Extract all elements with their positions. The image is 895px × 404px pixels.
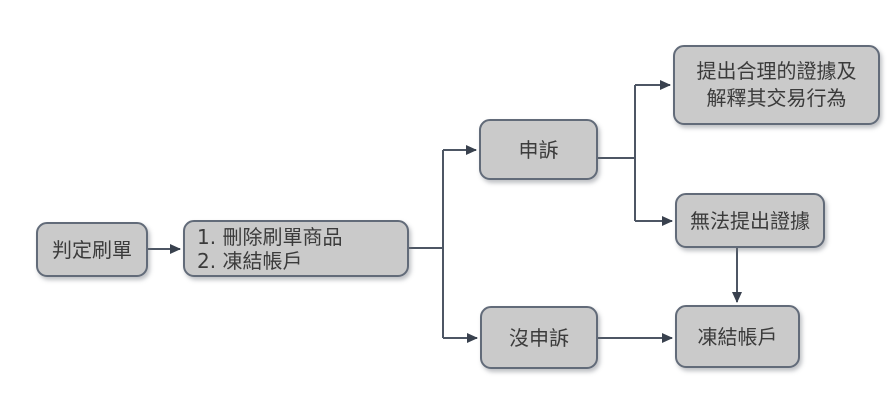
node-enforcement-actions: 1. 刪除刷單商品 2. 凍結帳戶 <box>183 220 409 277</box>
node-enforcement-actions-line1: 1. 刪除刷單商品 <box>197 224 343 249</box>
node-provide-evidence: 提出合理的證據及 解釋其交易行為 <box>673 45 880 125</box>
node-enforcement-actions-line2: 2. 凍結帳戶 <box>197 248 303 273</box>
node-freeze-account: 凍結帳戶 <box>675 305 800 368</box>
node-freeze-account-label: 凍結帳戶 <box>697 324 778 349</box>
node-appeal: 申訴 <box>479 119 598 180</box>
node-judge-fraud: 判定刷單 <box>36 222 148 277</box>
node-provide-evidence-line1: 提出合理的證據及 <box>696 59 857 83</box>
node-no-appeal: 沒申訴 <box>480 306 598 369</box>
node-appeal-label: 申訴 <box>518 137 559 162</box>
node-provide-evidence-line2: 解釋其交易行為 <box>706 86 847 110</box>
node-no-evidence: 無法提出證據 <box>675 193 825 248</box>
node-no-appeal-label: 沒申訴 <box>509 325 569 350</box>
node-no-evidence-label: 無法提出證據 <box>690 208 810 233</box>
node-judge-fraud-label: 判定刷單 <box>52 237 132 262</box>
